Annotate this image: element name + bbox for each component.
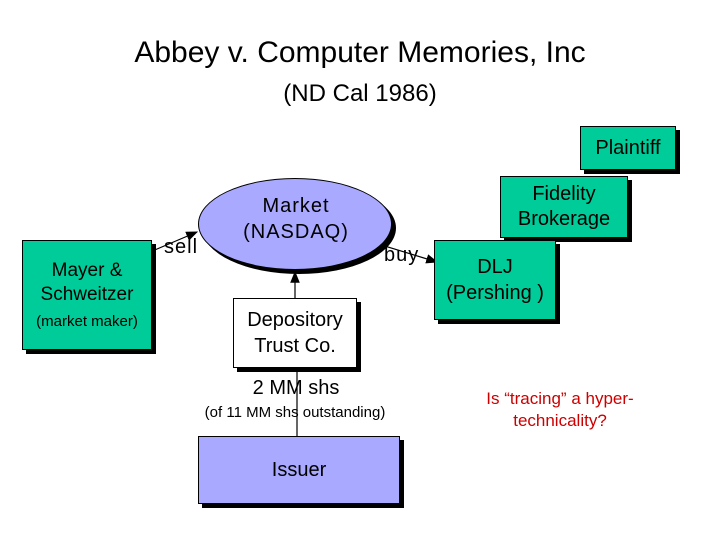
plaintiff-box: Plaintiff <box>580 126 676 170</box>
outstanding-label: (of 11 MM shs outstanding) <box>204 404 386 421</box>
dlj-label-line-1: DLJ <box>477 256 513 278</box>
question-line-1: Is “tracing” a hyper- <box>486 389 634 408</box>
issuer-label: Issuer <box>271 458 327 481</box>
dlj-label-line-2: (Pershing ) <box>446 282 544 304</box>
depository-trust-box: Depository Trust Co. <box>233 298 357 368</box>
slide-title: Abbey v. Computer Memories, Inc <box>134 36 586 69</box>
depository-label-line-1: Depository <box>247 309 343 331</box>
sell-label: sell <box>164 236 199 258</box>
fidelity-label-line-1: Fidelity <box>532 183 596 205</box>
question-line-2: technicality? <box>513 411 607 431</box>
issuer-box: Issuer <box>198 436 400 504</box>
market-label: Market (NASDAQ) <box>216 193 376 245</box>
mayer-sublabel: (market maker) <box>36 312 138 330</box>
question-note: Is “tracing” a hyper- technicality? <box>470 388 650 432</box>
slide-subtitle: (ND Cal 1986) <box>283 80 437 107</box>
market-oval <box>198 178 392 270</box>
market-label-line-1: Market <box>262 195 330 217</box>
fidelity-brokerage-box: Fidelity Brokerage <box>500 176 628 238</box>
depository-label-line-2: Trust Co. <box>254 335 336 357</box>
fidelity-label-line-2: Brokerage <box>517 208 611 230</box>
buy-label: buy <box>384 244 420 266</box>
shares-label: 2 MM shs <box>252 377 340 399</box>
market-label-line-2: (NASDAQ) <box>243 221 349 243</box>
mayer-label-line-2: Schweitzer <box>40 284 134 306</box>
dlj-pershing-box: DLJ (Pershing ) <box>434 240 556 320</box>
mayer-schweitzer-box: Mayer & Schweitzer (market maker) <box>22 240 152 350</box>
mayer-label-line-1: Mayer & <box>51 259 123 281</box>
plaintiff-label: Plaintiff <box>595 136 661 159</box>
